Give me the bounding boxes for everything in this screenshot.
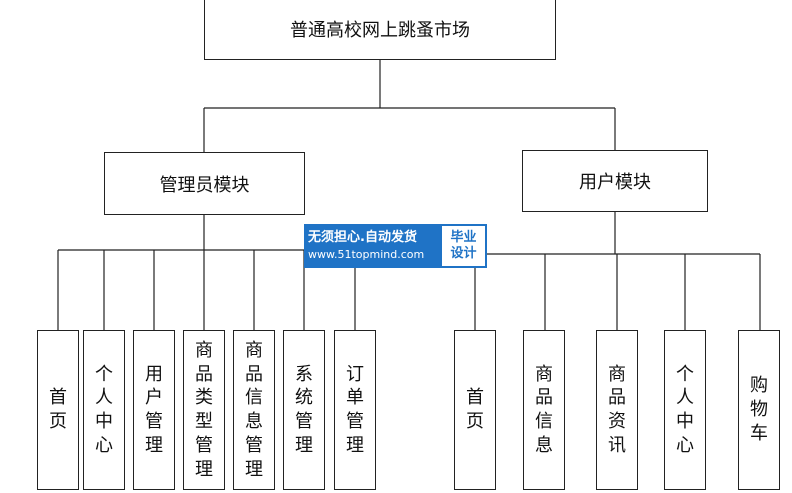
- leaf-label: 首页: [466, 387, 484, 432]
- user-leaf-shopping-cart: 购物车: [738, 330, 780, 490]
- leaf-label: 个人中心: [676, 363, 694, 456]
- admin-leaf-goods-type-management: 商品类型管理: [183, 330, 225, 490]
- admin-leaf-goods-info-management: 商品信息管理: [233, 330, 275, 490]
- leaf-label: 商品类型管理: [195, 339, 213, 480]
- leaf-label: 用户管理: [145, 363, 163, 456]
- user-module-label: 用户模块: [579, 172, 651, 193]
- leaf-label: 首页: [49, 387, 67, 432]
- leaf-label: 订单管理: [346, 363, 364, 456]
- user-leaf-home: 首页: [454, 330, 496, 490]
- admin-leaf-personal-center: 个人中心: [83, 330, 125, 490]
- admin-leaf-user-management: 用户管理: [133, 330, 175, 490]
- watermark-badge-line1: 毕业: [450, 230, 477, 245]
- watermark-banner: 无须担心.自动发货 www.51topmind.com 毕业 设计: [304, 224, 487, 268]
- admin-leaf-order-management: 订单管理: [334, 330, 376, 490]
- watermark-slogan: 无须担心.自动发货: [308, 230, 417, 245]
- watermark-badge-line2: 设计: [450, 246, 477, 261]
- leaf-label: 商品资讯: [608, 363, 626, 456]
- leaf-label: 个人中心: [95, 363, 113, 456]
- root-label: 普通高校网上跳蚤市场: [290, 20, 470, 41]
- leaf-label: 商品信息管理: [245, 339, 263, 480]
- user-leaf-goods-info: 商品信息: [523, 330, 565, 490]
- admin-module-node: 管理员模块: [104, 152, 305, 215]
- user-leaf-goods-news: 商品资讯: [596, 330, 638, 490]
- admin-module-label: 管理员模块: [159, 174, 250, 196]
- root-node: 普通高校网上跳蚤市场: [204, 0, 556, 60]
- watermark-text-block: 无须担心.自动发货 www.51topmind.com: [304, 224, 440, 268]
- leaf-label: 购物车: [750, 375, 768, 444]
- user-leaf-personal-center: 个人中心: [664, 330, 706, 490]
- admin-leaf-home: 首页: [37, 330, 79, 490]
- watermark-badge: 毕业 设计: [440, 224, 487, 268]
- watermark-url: www.51topmind.com: [308, 248, 425, 261]
- leaf-label: 系统管理: [295, 363, 313, 456]
- admin-leaf-system-management: 系统管理: [283, 330, 325, 490]
- leaf-label: 商品信息: [535, 363, 553, 456]
- user-module-node: 用户模块: [522, 150, 708, 212]
